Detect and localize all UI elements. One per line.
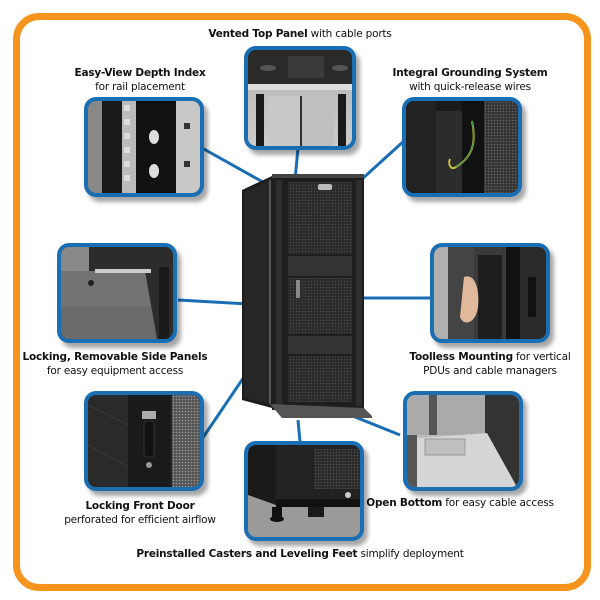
feature-desc-2: PDUs and cable managers (423, 365, 557, 377)
feature-title: Locking Front Door (85, 500, 195, 512)
callout-front-door (84, 391, 204, 491)
feature-title: Vented Top Panel (208, 28, 308, 40)
callout-grounding-system (402, 97, 522, 197)
callout-casters (244, 441, 364, 541)
callout-side-panels (57, 243, 177, 343)
label-casters: Preinstalled Casters and Leveling Feet s… (120, 547, 480, 561)
feature-title: Preinstalled Casters and Leveling Feet (136, 548, 358, 560)
grounding-photo (406, 101, 518, 193)
label-front-door: Locking Front Door perforated for efficie… (40, 499, 240, 527)
front-door-photo (88, 395, 200, 487)
feature-desc: for easy equipment access (46, 365, 184, 377)
feature-desc: for rail placement (95, 81, 185, 93)
feature-title: Toolless Mounting (409, 351, 513, 363)
feature-desc: for vertical (516, 351, 571, 363)
toolless-photo (434, 247, 546, 339)
casters-photo (248, 445, 360, 537)
label-vented-top-panel: Vented Top Panel with cable ports (200, 27, 400, 41)
top-panel-photo (248, 50, 352, 146)
feature-title: Open Bottom (366, 497, 443, 509)
callout-depth-index (84, 97, 204, 197)
leader-casters (296, 419, 302, 443)
feature-desc: perforated for efficient airflow (64, 514, 216, 526)
feature-desc: for easy cable access (445, 497, 554, 509)
feature-title: Integral Grounding System (392, 67, 548, 79)
callout-vented-top-panel (244, 46, 356, 150)
open-bottom-photo (407, 395, 519, 487)
label-side-panels: Locking, Removable Side Panels for easy e… (20, 350, 210, 378)
depth-index-photo (88, 101, 200, 193)
server-rack-image (242, 174, 372, 418)
callout-open-bottom (403, 391, 523, 491)
feature-desc: simplify deployment (360, 548, 464, 560)
feature-desc: with cable ports (310, 28, 392, 40)
feature-title: Locking, Removable Side Panels (22, 351, 208, 363)
feature-desc: with quick-release wires (409, 81, 531, 93)
feature-title: Easy-View Depth Index (74, 67, 206, 79)
label-depth-index: Easy-View Depth Index for rail placement (50, 66, 230, 94)
label-open-bottom: Open Bottom for easy cable access (360, 496, 560, 510)
side-panel-photo (61, 247, 173, 339)
label-grounding-system: Integral Grounding System with quick-rele… (370, 66, 570, 94)
callout-toolless-mounting (430, 243, 550, 343)
